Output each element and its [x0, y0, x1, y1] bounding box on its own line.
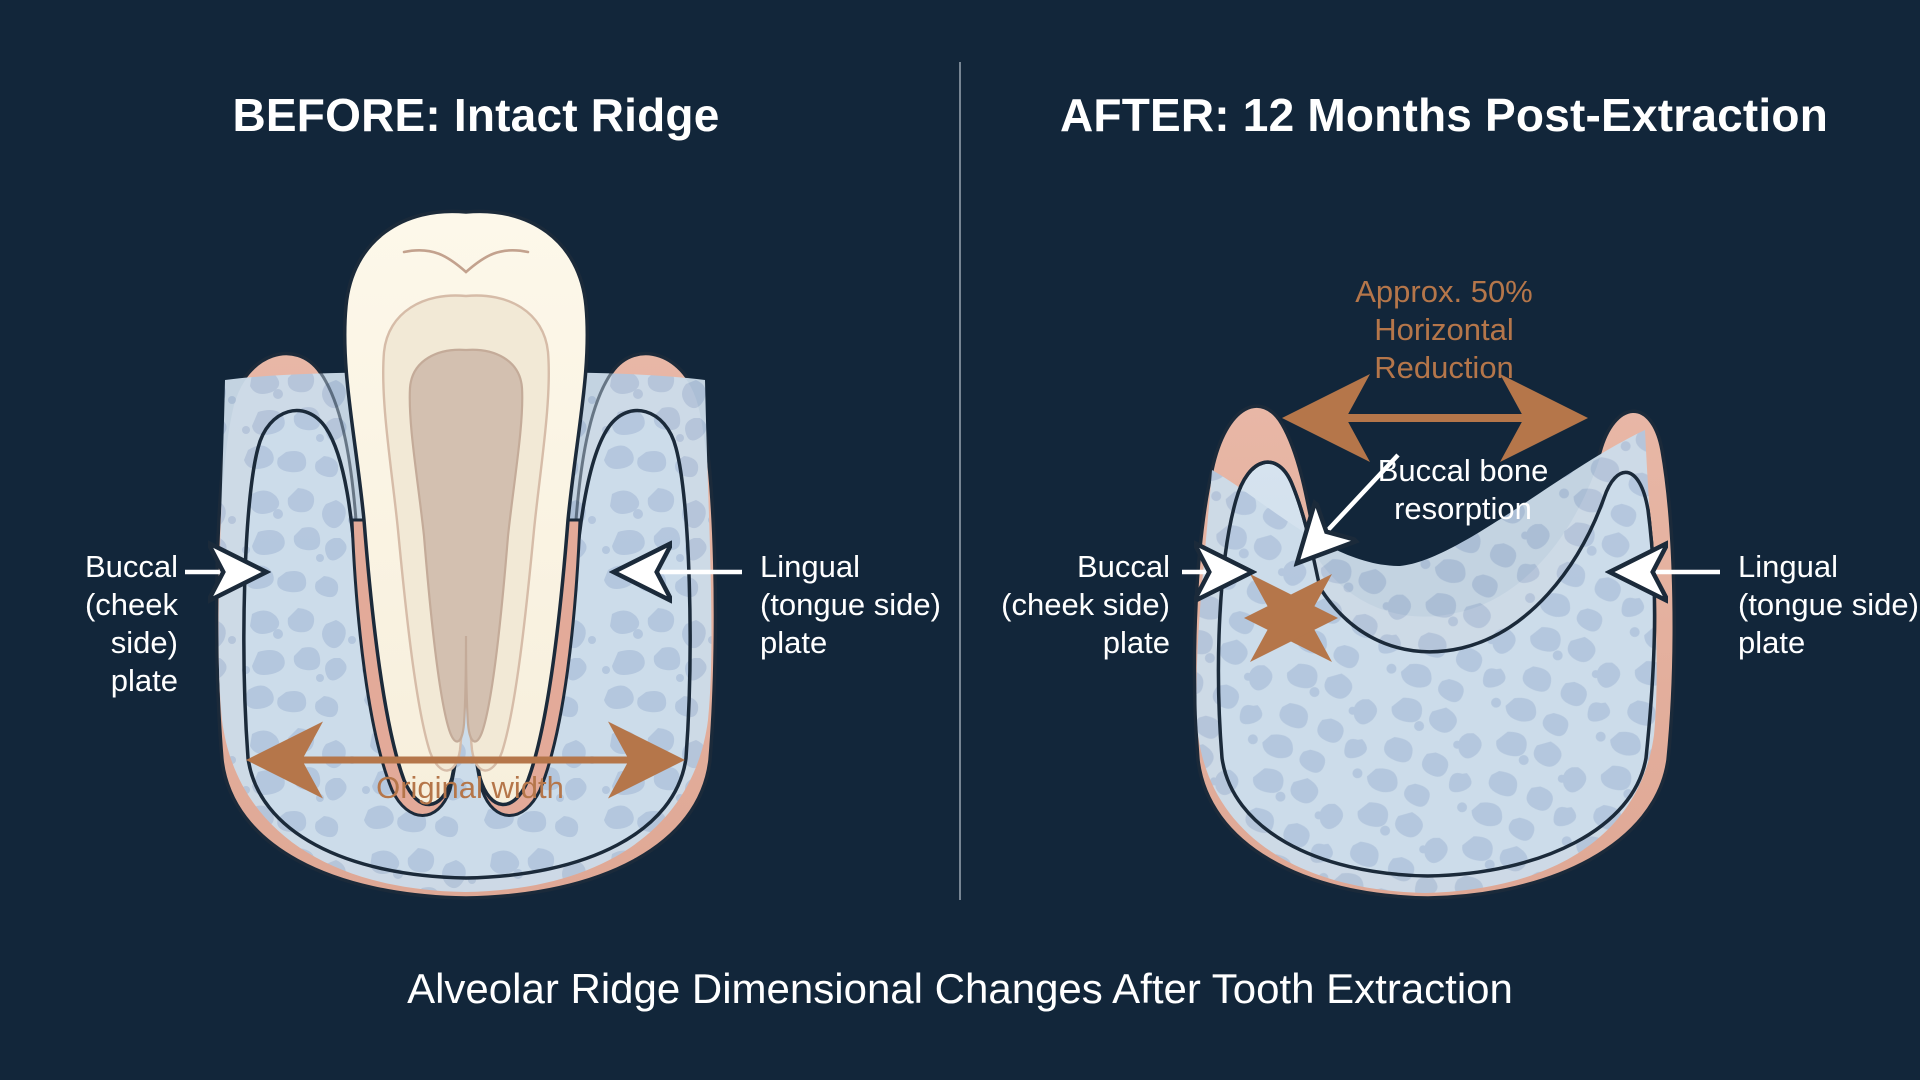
- tooth-pulp-before: [408, 348, 524, 743]
- label-lingual-after: Lingual (tongue side) plate: [1738, 549, 1919, 660]
- label-buccal-bone-resorption: Buccal bone resorption: [1377, 453, 1549, 526]
- bone-outline-after: [1216, 460, 1657, 878]
- figure-caption: Alveolar Ridge Dimensional Changes After…: [407, 965, 1513, 1012]
- label-lingual-before: Lingual (tongue side) plate: [760, 549, 941, 660]
- label-original-width: Original width: [376, 770, 564, 805]
- before-ridge-illustration: [185, 209, 742, 900]
- label-horizontal-reduction: Approx. 50% Horizontal Reduction: [1355, 274, 1533, 385]
- label-buccal-before: Buccal (cheek side) plate: [84, 549, 178, 698]
- occlusal-fissure-line: [402, 248, 530, 274]
- resorption-pointer: [1300, 453, 1400, 560]
- bone-outline-before: [242, 408, 692, 880]
- panel-title-after: AFTER: 12 Months Post-Extraction: [1059, 89, 1828, 141]
- panel-title-before: BEFORE: Intact Ridge: [232, 89, 720, 141]
- panel-divider: [959, 62, 961, 900]
- label-buccal-after: Buccal (cheek side) plate: [1001, 549, 1170, 660]
